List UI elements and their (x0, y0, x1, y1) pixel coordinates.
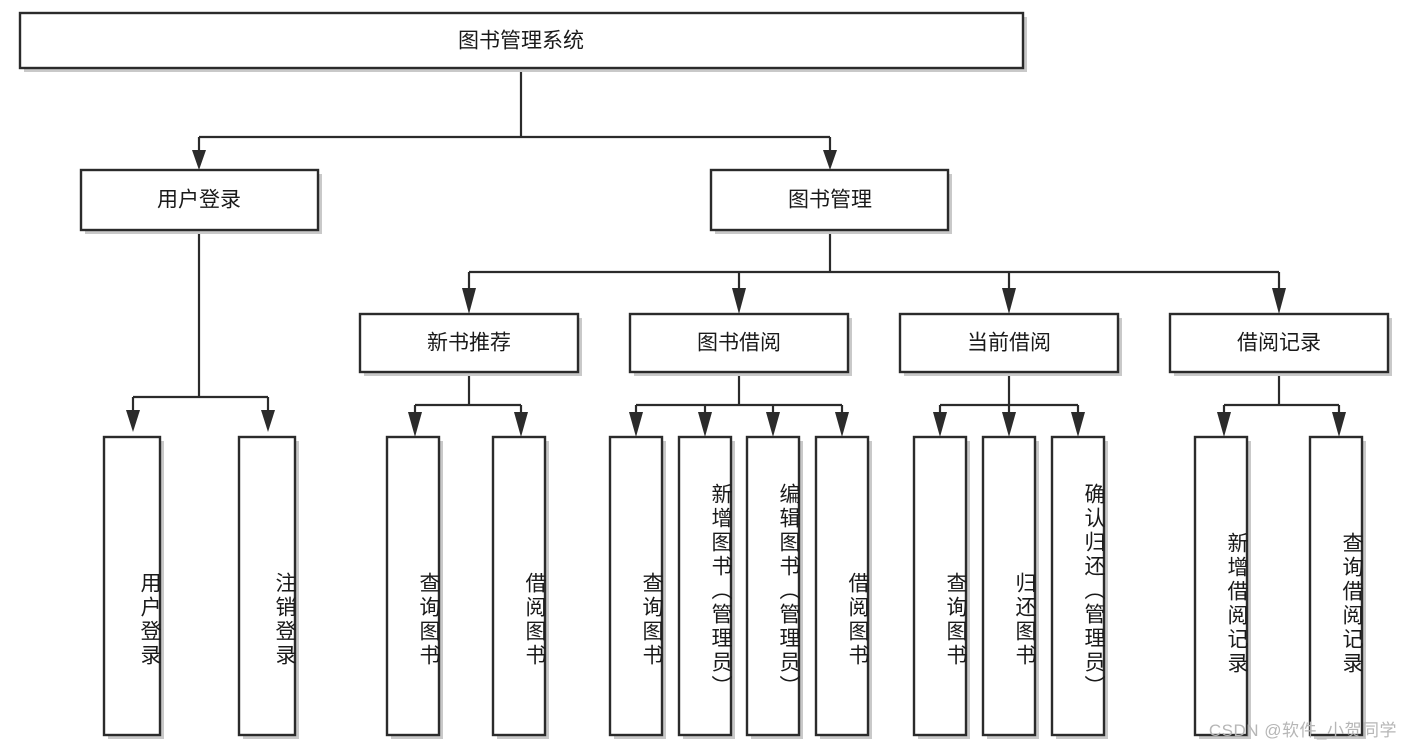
node-leaf-return-book-box[interactable] (981, 435, 1037, 737)
node-user-login-box[interactable] (79, 168, 320, 232)
node-leaf-query-record-box[interactable] (1308, 435, 1364, 737)
arrow-head-user-login-leaf (126, 410, 140, 432)
node-new-book-recommend-box[interactable] (358, 312, 580, 374)
node-leaf-add-record[interactable] (1193, 435, 1251, 739)
node-leaf-borrow-book-1-box[interactable] (491, 435, 547, 737)
node-leaf-logout-box[interactable] (237, 435, 297, 737)
node-leaf-confirm-return[interactable] (1050, 435, 1108, 739)
node-leaf-logout[interactable] (237, 435, 299, 739)
arrow-head-currentborrow-l1 (933, 412, 947, 437)
node-leaf-borrow-book-1[interactable] (491, 435, 549, 739)
node-leaf-query-book-1[interactable] (385, 435, 443, 739)
node-new-book-recommend[interactable]: 新书推荐 (358, 312, 582, 376)
node-leaf-query-book-2-box[interactable] (608, 435, 664, 737)
node-leaf-query-book-2[interactable] (608, 435, 666, 739)
node-user-login[interactable]: 用户登录 (79, 168, 322, 234)
arrow-head-logout-leaf (261, 410, 275, 432)
node-user-login-label: 用户登录 (157, 189, 241, 212)
arrow-head-bookmgmt (823, 150, 837, 170)
arrow-head-newbook (462, 288, 476, 314)
node-leaf-add-book-box[interactable] (677, 435, 733, 737)
node-book-management-label: 图书管理 (788, 189, 872, 212)
arrow-head-bookborrow-l1 (629, 412, 643, 437)
arrow-head-newbook-l2 (514, 412, 528, 437)
node-leaf-borrow-book-2-box[interactable] (814, 435, 870, 737)
arrow-head-bookborrow-l2 (698, 412, 712, 437)
node-leaf-edit-book-box[interactable] (745, 435, 801, 737)
node-root-box[interactable] (18, 11, 1025, 70)
node-leaf-query-book-1-box[interactable] (385, 435, 441, 737)
node-leaf-query-book-3[interactable] (912, 435, 970, 739)
watermark-label: CSDN @软件_小贺同学 (1208, 721, 1397, 740)
node-leaf-confirm-return-box[interactable] (1050, 435, 1106, 737)
node-leaf-edit-book[interactable] (745, 435, 803, 739)
node-book-borrow[interactable]: 图书借阅 (628, 312, 852, 376)
node-leaf-return-book[interactable] (981, 435, 1039, 739)
arrow-head-borrowrecord-l1 (1217, 412, 1231, 437)
node-borrow-record-box[interactable] (1168, 312, 1390, 374)
arrow-head-currentborrow-l3 (1071, 412, 1085, 437)
connectors (126, 68, 1346, 437)
node-root-label: 图书管理系统 (458, 30, 584, 53)
node-borrow-record[interactable]: 借阅记录 (1168, 312, 1392, 376)
arrow-head-currentborrow (1002, 288, 1016, 314)
arrow-head-bookborrow-l3 (766, 412, 780, 437)
node-leaf-query-book-3-box[interactable] (912, 435, 968, 737)
arrow-head-bookborrow-l4 (835, 412, 849, 437)
node-leaf-user-login-box[interactable] (102, 435, 162, 737)
node-book-management-box[interactable] (709, 168, 950, 232)
node-new-book-recommend-label: 新书推荐 (427, 332, 511, 355)
node-current-borrow-label: 当前借阅 (967, 332, 1051, 355)
node-leaf-borrow-book-2[interactable] (814, 435, 872, 739)
node-leaf-add-book[interactable] (677, 435, 735, 739)
arrow-head-borrowrecord-l2 (1332, 412, 1346, 437)
node-book-management[interactable]: 图书管理 (709, 168, 952, 234)
arrow-head-newbook-l1 (408, 412, 422, 437)
node-leaf-add-record-box[interactable] (1193, 435, 1249, 737)
node-borrow-record-label: 借阅记录 (1237, 332, 1321, 355)
arrow-head-currentborrow-l2 (1002, 412, 1016, 437)
node-leaf-query-record[interactable] (1308, 435, 1366, 739)
node-book-borrow-label: 图书借阅 (697, 332, 781, 355)
node-root[interactable]: 图书管理系统 (18, 11, 1027, 72)
node-current-borrow[interactable]: 当前借阅 (898, 312, 1122, 376)
node-current-borrow-box[interactable] (898, 312, 1120, 374)
arrow-head-borrowrecord (1272, 288, 1286, 314)
node-leaf-user-login[interactable] (102, 435, 164, 739)
node-book-borrow-box[interactable] (628, 312, 850, 374)
arrow-head-bookborrow (732, 288, 746, 314)
arrow-head-userlogin (192, 150, 206, 170)
